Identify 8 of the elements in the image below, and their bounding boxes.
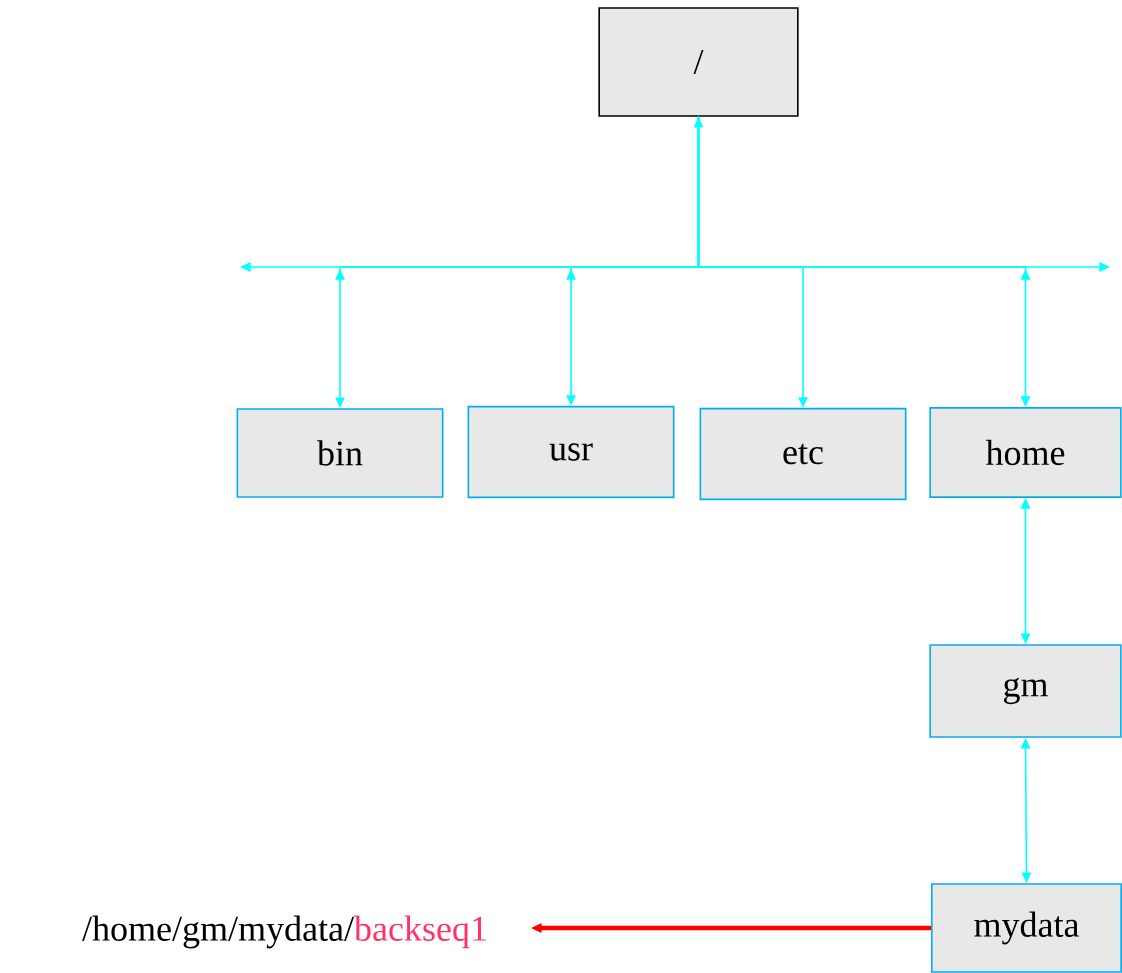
- folder-box: usr: [467, 405, 675, 499]
- folder-box: home: [929, 407, 1122, 498]
- path-text: /home/gm/mydata/backseq1: [82, 915, 486, 949]
- folder-box: gm: [929, 644, 1122, 738]
- folder-box: etc: [699, 407, 907, 501]
- folder-box: /: [598, 7, 799, 117]
- folder-box: mydata: [931, 883, 1122, 973]
- folder-box: bin: [236, 408, 444, 498]
